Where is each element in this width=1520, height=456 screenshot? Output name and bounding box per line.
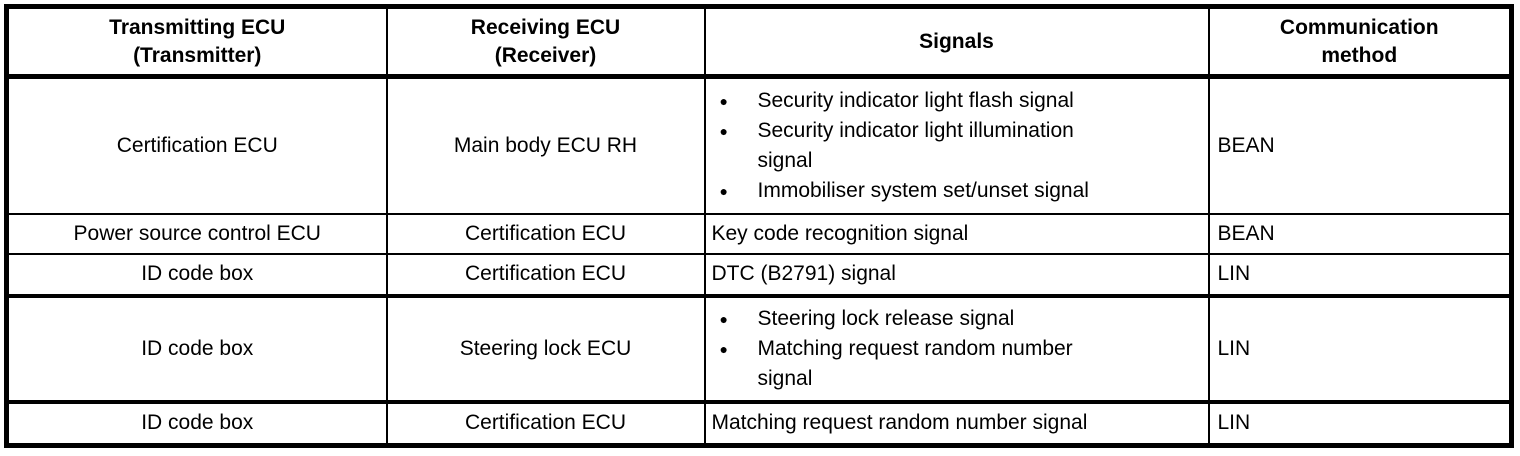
signal-text: Matching request random number signal — [757, 336, 1073, 390]
bullet-icon: ● — [719, 122, 728, 139]
signal-text: Steering lock release signal — [757, 306, 1015, 330]
signal-text: Security indicator light illumination si… — [757, 118, 1074, 172]
cell-receiver: Main body ECU RH — [385, 75, 706, 215]
signal-item: ● Matching request random number signal — [712, 334, 1202, 394]
table-row-certification-to-mainbody: Certification ECU Main body ECU RH ● Secu… — [5, 75, 1513, 215]
signal-item: ● Immobiliser system set/unset signal — [712, 176, 1202, 206]
signal-item: ● Security indicator light illumination s… — [712, 116, 1202, 176]
signal-item: ● Security indicator light flash signal — [712, 86, 1202, 116]
signal-text: Immobiliser system set/unset signal — [757, 178, 1089, 202]
bullet-icon: ● — [719, 310, 728, 327]
cell-transmitter: Certification ECU — [5, 75, 388, 215]
signal-item: ● Steering lock release signal — [712, 304, 1202, 334]
signal-text: DTC (B2791) signal — [711, 262, 896, 285]
ecu-communication-table: Transmitting ECU (Transmitter) Receiving… — [4, 4, 1514, 448]
table-row-idcodebox-to-steeringlock: ID code box Steering lock ECU ● Steering … — [5, 293, 1513, 403]
cell-receiver: Certification ECU — [385, 252, 706, 297]
cell-receiver: Steering lock ECU — [385, 293, 706, 403]
header-row: Transmitting ECU (Transmitter) Receiving… — [5, 5, 1513, 79]
cell-signals: DTC (B2791) signal — [703, 252, 1210, 297]
column-header-communication-method: Communication method — [1207, 5, 1513, 79]
signal-text: Security indicator light flash signal — [757, 88, 1074, 112]
cell-transmitter: ID code box — [5, 293, 388, 403]
cell-signals: ● Security indicator light flash signal ●… — [703, 75, 1210, 215]
signal-text: Key code recognition signal — [711, 221, 969, 245]
signal-text: Matching request random number signal — [711, 411, 1088, 435]
cell-signals: Matching request random number signal — [703, 399, 1210, 447]
cell-transmitter: ID code box — [5, 399, 388, 447]
column-header-receiving-ecu: Receiving ECU (Receiver) — [385, 5, 706, 79]
cell-communication-method: LIN — [1207, 293, 1513, 403]
bullet-icon: ● — [719, 340, 728, 357]
cell-transmitter: ID code box — [5, 252, 388, 297]
column-header-transmitting-ecu: Transmitting ECU (Transmitter) — [5, 5, 388, 79]
bullet-icon: ● — [719, 92, 728, 109]
table-row-powersource-to-certification: Power source control ECU Certification E… — [5, 212, 1513, 255]
table-row-idcodebox-to-certification-dtc: ID code box Certification ECU DTC (B2791… — [5, 252, 1513, 297]
column-header-signals: Signals — [703, 5, 1210, 79]
cell-receiver: Certification ECU — [385, 212, 706, 255]
cell-communication-method: LIN — [1207, 252, 1513, 297]
table-row-idcodebox-to-certification-matching: ID code box Certification ECU Matching r… — [5, 399, 1513, 447]
cell-communication-method: BEAN — [1207, 75, 1513, 215]
cell-communication-method: LIN — [1207, 399, 1513, 447]
bullet-icon: ● — [719, 182, 728, 199]
cell-signals: ● Steering lock release signal ● Matching … — [703, 293, 1210, 403]
cell-signals: Key code recognition signal — [703, 212, 1210, 255]
cell-receiver: Certification ECU — [385, 399, 706, 447]
cell-transmitter: Power source control ECU — [5, 212, 388, 255]
cell-communication-method: BEAN — [1207, 212, 1513, 255]
